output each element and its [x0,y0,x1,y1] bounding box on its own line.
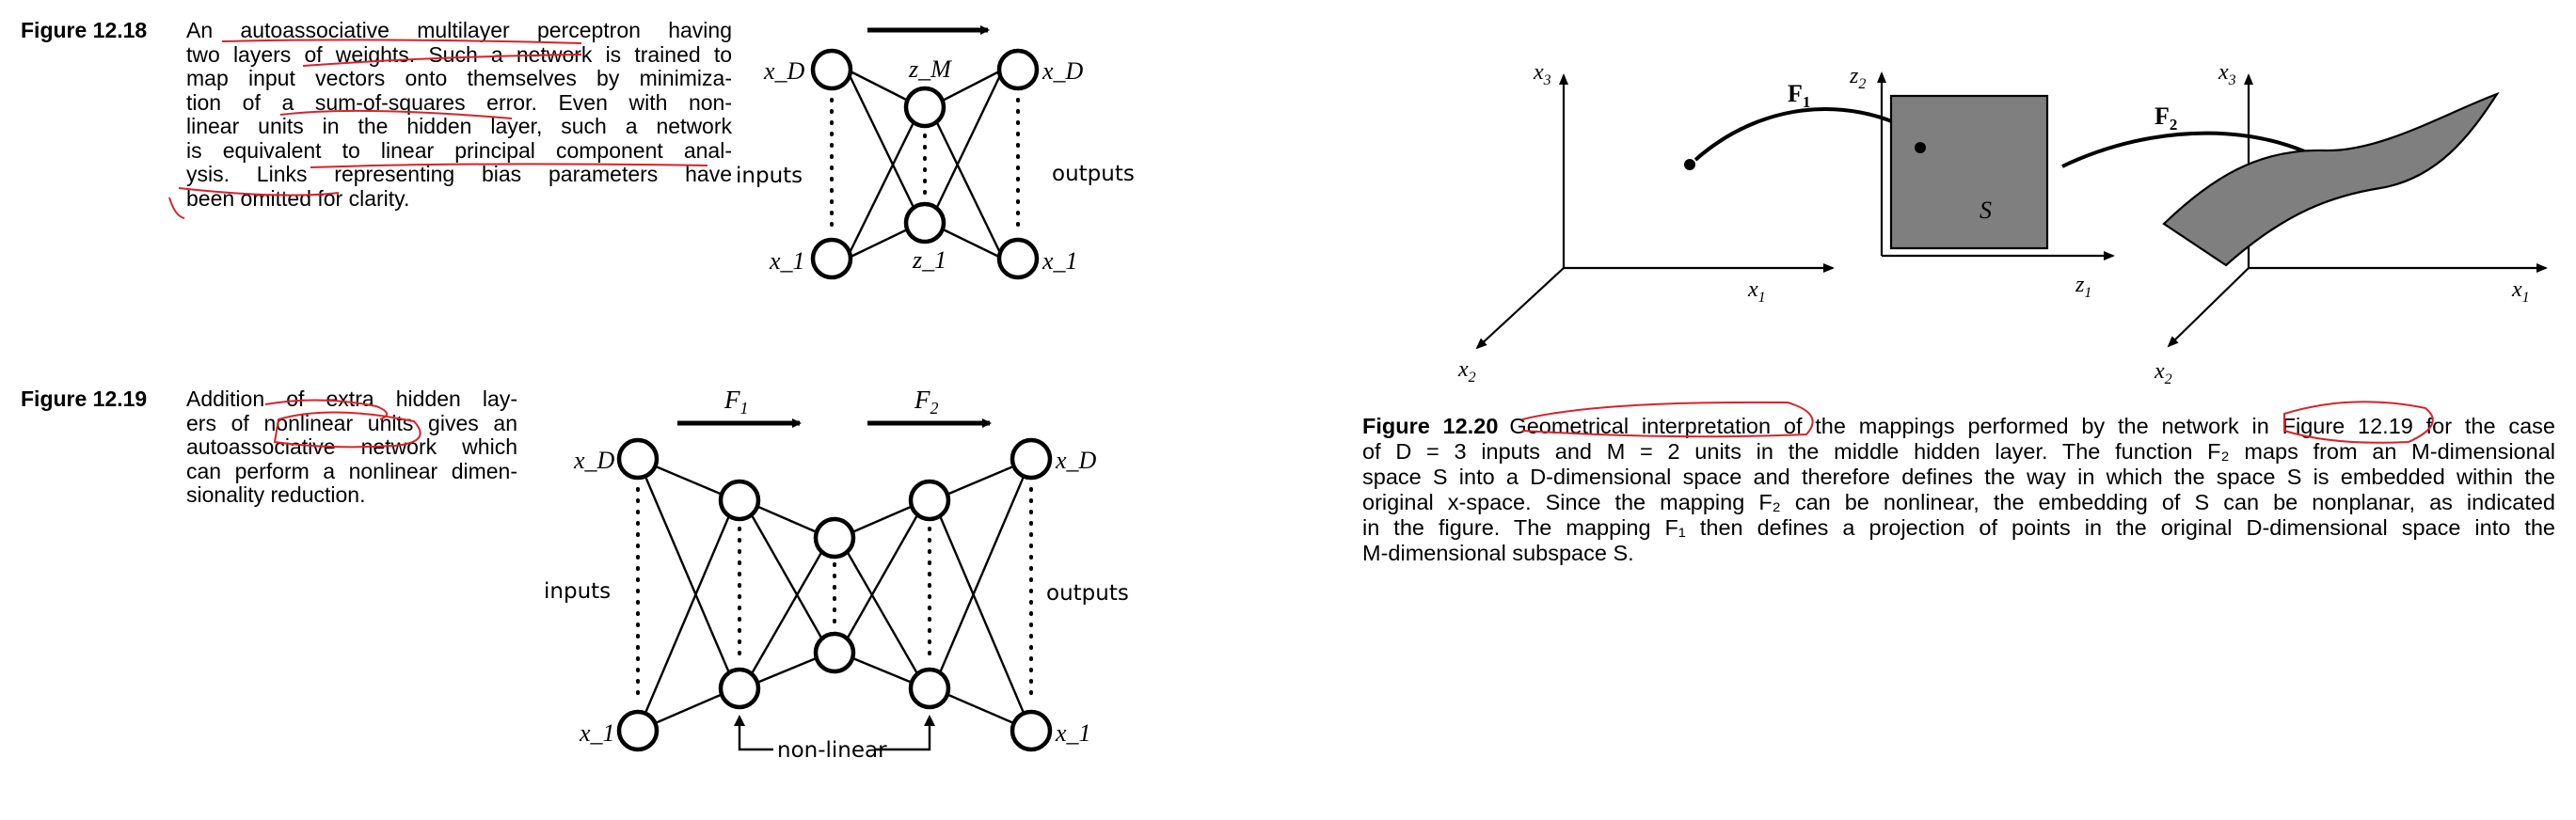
figure-label: Figure 12.18 [21,18,148,42]
inputs-label: inputs [736,164,803,188]
ellipsis-dots [830,98,1020,233]
nonlinear-network-diagram: F1 F2 x_D x_1 x_D x_1 inputs outputs non… [544,386,1129,763]
x1-axis-label-right: x1 [2511,277,2530,306]
hidden-label-bottom: z_1 [912,246,946,274]
caption-line: Figure 12.20 Geometrical interpretation o… [1362,414,2555,439]
caption-line: autoassociative network which [186,434,517,459]
network-nodes [810,48,1040,280]
caption-text: An autoassociative multilayer perceptron… [186,18,732,211]
input-label-bottom: x_1 [769,247,805,275]
output-label-top: x_D [1042,57,1084,85]
z-space-axes [1877,71,2115,260]
caption-line: tion of a sum-of-squares error. Even wit… [186,89,732,115]
network-links [636,457,1033,733]
f2-label: F2 [914,386,939,418]
caption-line: been omitted for clarity. [186,185,410,211]
caption-line: M-dimensional subspace S. [1362,541,1634,565]
caption-line: original x-space. Since the mapping F₂ c… [1362,490,2555,514]
outputs-label: outputs [1052,162,1135,186]
latent-space-square [1889,94,2049,250]
outputs-label: outputs [1046,581,1129,606]
caption-text: Addition of extra hidden lay- ers of non… [186,386,517,508]
caption-line: space S into a D-dimensional space and t… [1362,465,2555,489]
caption-line-text: Geometrical interpretation of the mappin… [1509,414,2555,438]
f1-label: F1 [724,386,749,418]
f1-label: F1 [1788,80,1810,111]
output-label-bottom: x_1 [1042,247,1078,275]
x2-axis-label-right: x2 [2154,359,2172,387]
x-space-axes [1475,73,1835,350]
data-point [1684,159,1695,170]
z1-axis-label: z1 [2075,273,2091,301]
f1-mapping-arrow [1693,107,1916,162]
z2-axis-label: z2 [1849,64,1866,92]
caption-line: two layers of weights. Such a network is… [186,41,732,67]
projected-point [1915,142,1926,153]
caption-line: of D = 3 inputs and M = 2 units in the m… [1362,439,2555,464]
caption-line: sionality reduction. [186,482,366,507]
caption-line: can perform a nonlinear dimen- [186,458,517,483]
autoassociative-network-diagram: x_D x_1 z_M z_1 x_D x_1 inputs outputs [736,25,1135,280]
caption-line: An autoassociative multilayer perceptron… [186,18,732,42]
figure-12-20-caption: Figure 12.20 Geometrical interpretation o… [1362,414,2555,566]
inputs-label: inputs [544,579,611,604]
embedded-surface [2162,91,2500,267]
x2-axis-label: x2 [1457,357,1476,386]
figure-label: Figure 12.20 [1362,414,1499,438]
input-label-top: x_D [573,447,615,474]
ellipsis-dots [636,487,1033,703]
caption-line: ysis. Links representing bias parameters… [186,162,732,186]
f2-label: F2 [2155,102,2177,134]
network-nodes [616,437,1053,752]
caption-line: in the figure. The mapping F₁ then defin… [1362,515,2555,540]
output-label-top: x_D [1055,447,1097,474]
output-label-bottom: x_1 [1055,719,1091,747]
caption-line: Addition of extra hidden lay- [186,386,517,411]
x3-axis-label: x3 [1533,60,1551,88]
x1-axis-label: x1 [1747,277,1766,306]
caption-line: map input vectors onto themselves by min… [186,66,732,90]
nonlinear-label: non-linear [777,738,887,763]
caption-line: ers of nonlinear units gives an [186,410,517,435]
s-label: S [1980,197,1992,224]
geometric-interpretation-diagram: x3 x1 x2 F1 S z2 z1 F2 x3 x1 x2 [1457,60,2548,387]
x3-axis-label-right: x3 [2218,60,2236,88]
hidden-label-top: z_M [908,55,952,83]
nonlinear-bracket [738,722,931,751]
input-label-bottom: x_1 [579,719,615,747]
figure-label: Figure 12.19 [21,386,148,411]
caption-line: is equivalent to linear principal compon… [186,137,732,163]
input-label-top: x_D [763,57,805,85]
caption-line: linear units in the hidden layer, such a… [186,114,732,138]
